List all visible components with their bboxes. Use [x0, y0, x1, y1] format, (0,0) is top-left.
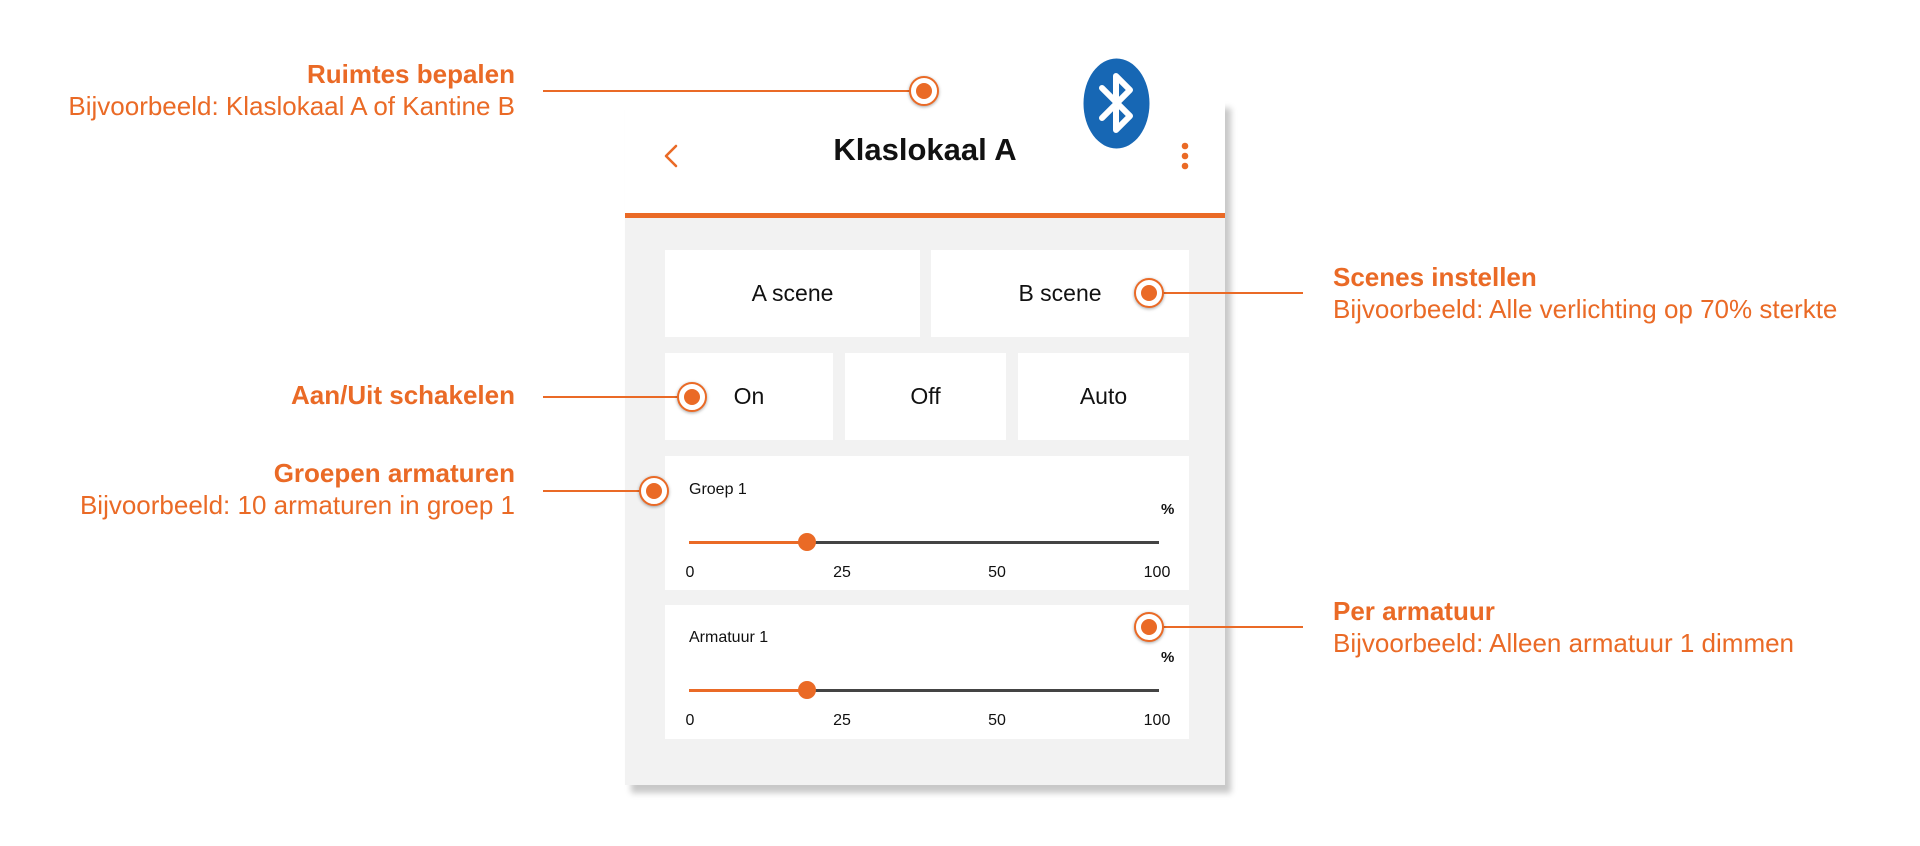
annotation-aanuit: Aan/Uit schakelen: [291, 379, 515, 411]
annotation-ruimtes-title: Ruimtes bepalen: [306, 59, 515, 89]
group-percent-unit: %: [1161, 501, 1175, 518]
fixture-slider-track[interactable]: [689, 681, 1159, 699]
annotation-per-armatuur-text: Bijvoorbeeld: Alleen armatuur 1 dimmen: [1333, 628, 1795, 658]
fixture-slider-label: Armatuur 1: [689, 629, 769, 646]
annotation-scenes: Scenes instellen Bijvoorbeeld: Alle verl…: [1333, 261, 1837, 325]
annotation-per-armatuur-marker: [1134, 612, 1164, 642]
annotation-groepen: Groepen armaturen Bijvoorbeeld: 10 armat…: [80, 457, 515, 521]
tick-label: 25: [833, 712, 851, 729]
annotation-per-armatuur: Per armatuur Bijvoorbeeld: Alleen armatu…: [1333, 595, 1794, 659]
fixture-slider-thumb[interactable]: [797, 681, 816, 699]
annotation-ruimtes-leader: [543, 90, 923, 92]
tick-label: 25: [833, 564, 851, 581]
annotation-scenes-leader: [1149, 292, 1303, 294]
group-slider-fill: [689, 541, 807, 544]
bluetooth-icon: [1083, 58, 1150, 149]
auto-label: Auto: [1079, 383, 1128, 409]
scene-a-label: A scene: [751, 280, 834, 306]
group-slider-thumb[interactable]: [797, 533, 816, 551]
tick-label: 0: [685, 712, 695, 729]
annotation-ruimtes: Ruimtes bepalen Bijvoorbeeld: Klaslokaal…: [68, 58, 515, 122]
group-slider-card: Groep 1 % 0 25 50 100: [665, 456, 1189, 590]
scene-b-label: B scene: [1018, 280, 1102, 306]
tick-label: 100: [1143, 712, 1171, 729]
annotation-groepen-marker: [639, 476, 669, 506]
annotation-scenes-marker: [1134, 278, 1164, 308]
scene-a-button[interactable]: A scene: [665, 250, 920, 337]
tick-label: 0: [685, 564, 695, 581]
annotation-scenes-text: Bijvoorbeeld: Alle verlichting op 70% st…: [1333, 294, 1838, 324]
fixture-percent-unit: %: [1161, 649, 1175, 666]
fixture-slider-card: Armatuur 1 % 0 25 50 100: [665, 605, 1189, 739]
page-title: Klaslokaal A: [833, 132, 1017, 167]
group-slider-label: Groep 1: [689, 481, 747, 498]
chevron-left-icon[interactable]: [656, 136, 684, 176]
annotation-aanuit-marker: [677, 382, 707, 412]
annotation-groepen-text: Bijvoorbeeld: 10 armaturen in groep 1: [79, 490, 515, 520]
annotation-scenes-title: Scenes instellen: [1333, 262, 1537, 292]
off-button[interactable]: Off: [845, 353, 1006, 440]
tick-label: 50: [988, 712, 1006, 729]
group-slider-track[interactable]: [689, 533, 1159, 551]
auto-button[interactable]: Auto: [1018, 353, 1189, 440]
annotation-ruimtes-marker: [909, 76, 939, 106]
annotation-aanuit-leader: [543, 396, 692, 398]
fixture-slider-fill: [689, 689, 807, 692]
annotation-aanuit-title: Aan/Uit schakelen: [291, 380, 515, 410]
off-label: Off: [910, 383, 941, 409]
annotation-groepen-leader: [543, 490, 654, 492]
tick-label: 50: [988, 564, 1006, 581]
tick-label: 100: [1143, 564, 1171, 581]
annotation-per-armatuur-title: Per armatuur: [1333, 596, 1495, 626]
on-label: On: [733, 383, 765, 409]
annotation-groepen-title: Groepen armaturen: [273, 458, 515, 488]
more-vertical-icon[interactable]: [1173, 136, 1197, 176]
app-screen: Klaslokaal A A scene B scene On Off Auto…: [625, 100, 1225, 785]
annotation-per-armatuur-leader: [1149, 626, 1303, 628]
annotation-ruimtes-text: Bijvoorbeeld: Klaslokaal A of Kantine B: [68, 91, 515, 121]
